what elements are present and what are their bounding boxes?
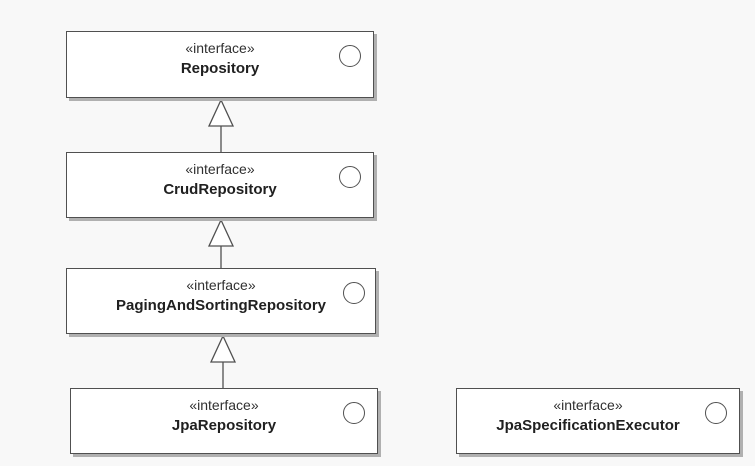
interface-name: Repository [180, 60, 260, 77]
interface-box-jpa-specification-executor[interactable]: «interface» JpaSpecificationExecutor [456, 388, 740, 454]
interface-circle-icon [343, 282, 365, 304]
stereotype-label: «interface» [553, 397, 623, 413]
interface-name: JpaSpecificationExecutor [496, 417, 680, 434]
stereotype-label: «interface» [189, 397, 259, 413]
interface-circle-icon [705, 402, 727, 424]
edge-jpa-to-paging [209, 334, 237, 388]
interface-box-jpa-repository[interactable]: «interface» JpaRepository [70, 388, 378, 454]
stereotype-label: «interface» [186, 277, 256, 293]
stereotype-label: «interface» [185, 161, 255, 177]
interface-circle-icon [339, 45, 361, 67]
interface-box-paging-and-sorting-repository[interactable]: «interface» PagingAndSortingRepository [66, 268, 376, 334]
interface-box-crud-repository[interactable]: «interface» CrudRepository [66, 152, 374, 218]
interface-circle-icon [339, 166, 361, 188]
interface-name: JpaRepository [171, 417, 277, 434]
stereotype-label: «interface» [185, 40, 255, 56]
interface-name: CrudRepository [163, 181, 277, 198]
edge-paging-to-crud [207, 218, 235, 268]
interface-name: PagingAndSortingRepository [116, 297, 326, 314]
interface-circle-icon [343, 402, 365, 424]
interface-box-repository[interactable]: «interface» Repository [66, 31, 374, 98]
edge-crud-to-repository [207, 98, 235, 152]
